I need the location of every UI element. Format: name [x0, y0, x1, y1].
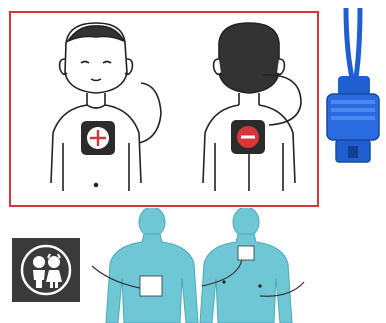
adult-pad-placement-panel [90, 208, 320, 323]
front-pad [81, 121, 115, 155]
children-icon [12, 238, 80, 302]
pediatric-pad-placement-panel [9, 11, 319, 207]
adult-illustration [90, 208, 320, 323]
adult-back-figure-icon [200, 208, 292, 323]
blue-electrode-plug-icon [324, 8, 384, 168]
adult-front-pad [140, 276, 162, 296]
adult-front-figure-icon [106, 208, 198, 323]
adult-back-pad-upper [238, 246, 254, 260]
child-back-figure-icon [203, 23, 301, 191]
child-badge [12, 238, 80, 302]
pediatric-illustration [11, 13, 317, 205]
child-front-figure-icon [51, 23, 161, 191]
back-pad [231, 120, 265, 154]
electrode-connector [324, 8, 384, 168]
